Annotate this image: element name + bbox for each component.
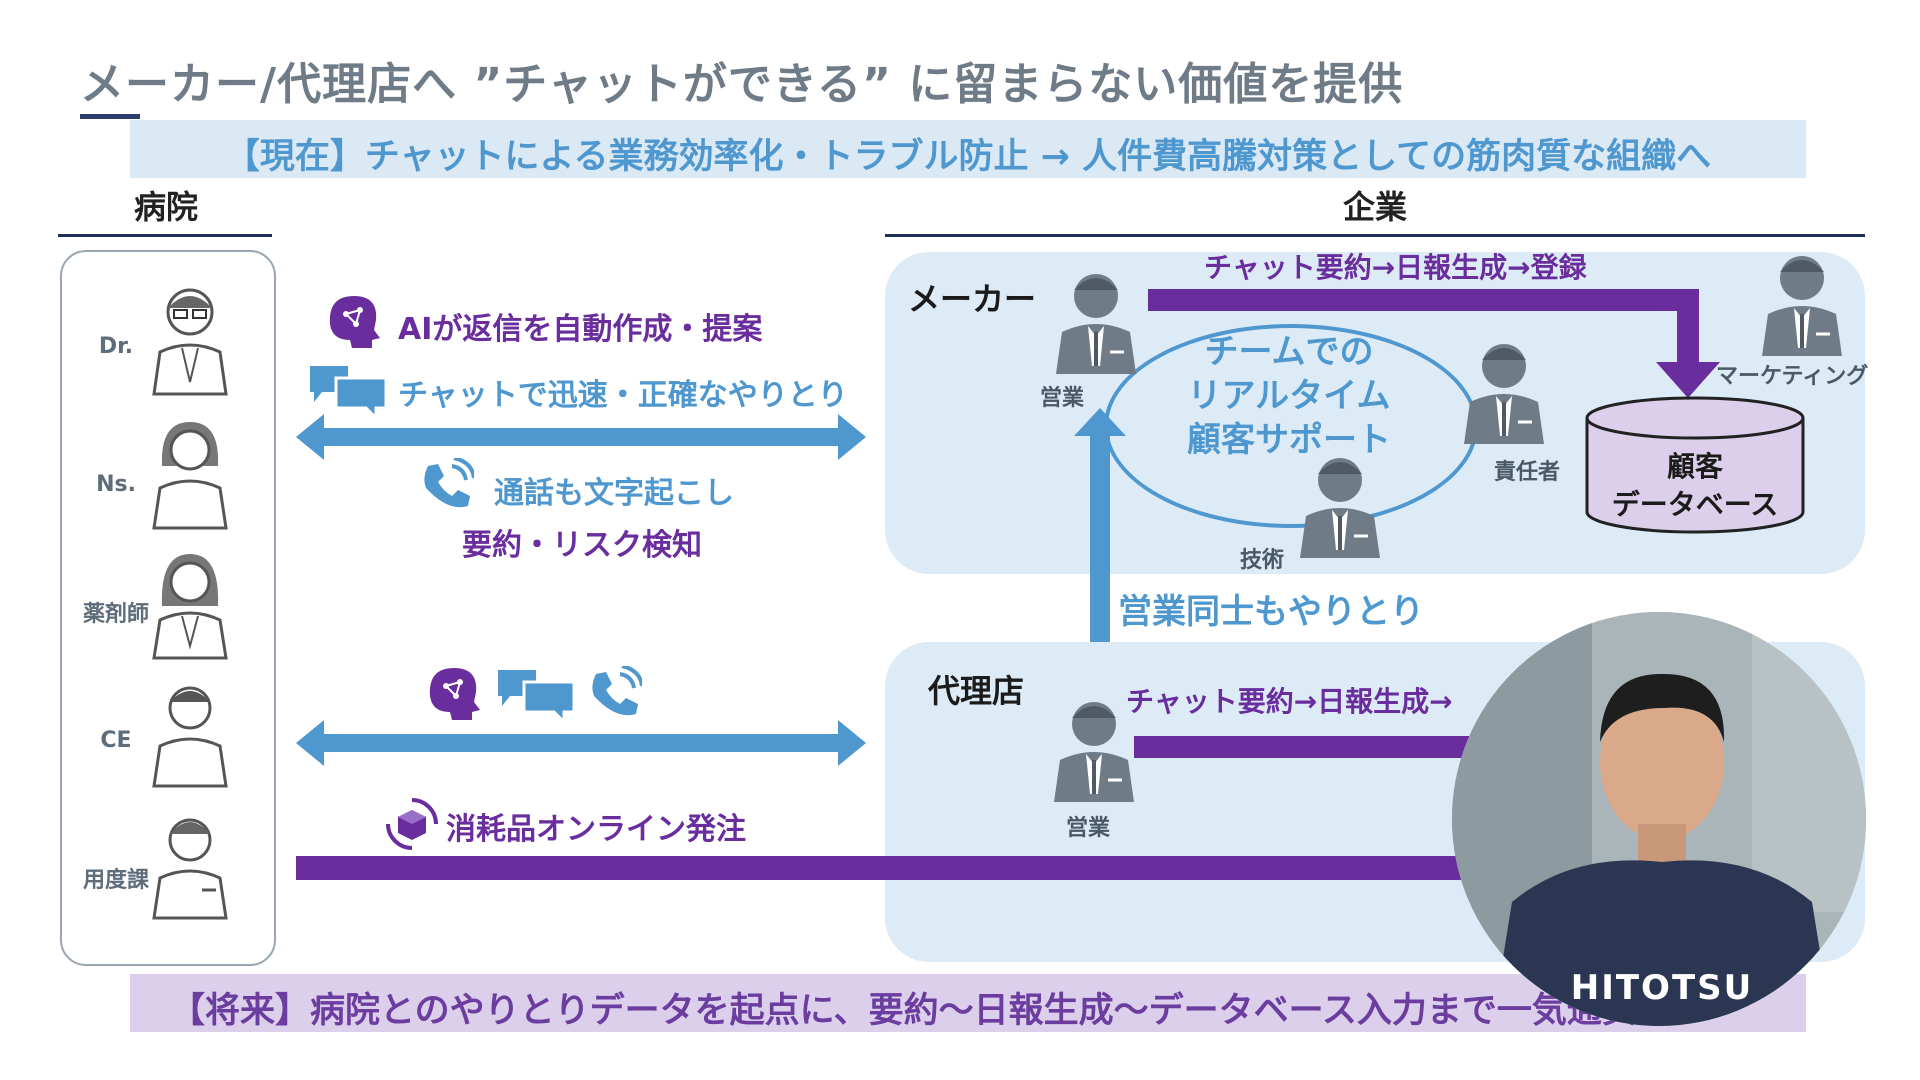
chat-bubbles-icon-2 (498, 670, 576, 724)
call-transcribe-label: 通話も文字起こし (494, 476, 734, 511)
future-banner-text: 【将来】病院とのやりとりデータを起点に、要約〜日報生成〜データベース入力まで一気… (170, 991, 1693, 1031)
presenter-video: HITOTSU (1452, 612, 1866, 1026)
maker-flow-bar (1148, 289, 1698, 311)
company-header-rule (885, 234, 1865, 237)
team-support-text: チームでの リアルタイム 顧客サポート (1144, 330, 1434, 462)
role-ns: Ns. (96, 472, 136, 497)
chat-bubbles-icon (310, 366, 388, 420)
dealer-sales-label: 営業 (1066, 816, 1111, 841)
role-ce: CE (100, 728, 132, 753)
customer-database-text: 顧客 データベース (1584, 448, 1806, 524)
presenter-image (1452, 612, 1866, 1026)
maker-flow-arrowhead (1656, 362, 1720, 398)
current-banner: 【現在】チャットによる業務効率化・トラブル防止 → 人件費高騰対策としての筋肉質… (130, 120, 1806, 178)
database-line-2: データベース (1611, 488, 1779, 521)
hospital-header: 病院 (133, 188, 198, 226)
sales-exchange-arrow (1074, 408, 1126, 686)
dealer-flow-bar (1134, 736, 1534, 758)
manager-label: 責任者 (1494, 460, 1561, 485)
clinical-engineer-icon (152, 686, 228, 788)
tech-person-icon (1300, 458, 1380, 558)
maker-label: メーカー (908, 280, 1037, 318)
customer-database-icon (1585, 396, 1805, 534)
pharmacist-icon (152, 554, 228, 660)
maker-flow-label: チャット要約→日報生成→登録 (1204, 251, 1587, 284)
role-purchasing: 用度課 (82, 868, 149, 893)
chat-label: チャットで迅速・正確なやりとり (398, 378, 848, 413)
dealer-label: 代理店 (928, 672, 1025, 710)
maker-sales-person-icon (1056, 274, 1136, 374)
doctor-icon (152, 288, 228, 396)
summary-risk-label: 要約・リスク検知 (462, 528, 702, 563)
role-dr: Dr. (98, 334, 134, 359)
dealer-sales-person-icon (1054, 702, 1134, 802)
team-line-3: 顧客サポート (1187, 420, 1391, 460)
maker-sales-label: 営業 (1040, 386, 1085, 411)
ai-reply-label: AIが返信を自動作成・提案 (398, 312, 763, 347)
team-line-1: チームでの (1204, 332, 1374, 372)
role-pharmacist: 薬剤師 (82, 602, 149, 627)
future-banner: 【将来】病院とのやりとりデータを起点に、要約〜日報生成〜データベース入力まで一気… (130, 974, 1806, 1032)
marketing-person-icon (1762, 256, 1842, 356)
manager-person-icon (1464, 344, 1544, 444)
phone-call-icon (424, 458, 474, 508)
nurse-icon (152, 422, 228, 530)
sales-exchange-label: 営業同士もやりとり (1118, 592, 1424, 632)
maker-flow-down-bar (1677, 289, 1699, 369)
hospital-maker-arrow (296, 414, 866, 460)
purchasing-staff-icon (152, 818, 228, 920)
shirt-text: HITOTSU (1570, 968, 1754, 1008)
title-accent-bar (80, 114, 140, 119)
current-banner-text: 【現在】チャットによる業務効率化・トラブル防止 → 人件費高騰対策としての筋肉質… (224, 137, 1712, 177)
online-order-label: 消耗品オンライン発注 (446, 812, 746, 847)
order-box-icon (386, 798, 438, 850)
ai-brain-icon (329, 296, 380, 348)
marketing-label: マーケティング (1716, 364, 1869, 389)
hospital-header-rule (58, 234, 272, 237)
slide-title: メーカー/代理店へ ”チャットができる” に留まらない価値を提供 (80, 59, 1404, 110)
dealer-flow-label: チャット要約→日報生成→ (1126, 685, 1453, 718)
online-order-bar (296, 856, 1496, 880)
company-header: 企業 (1342, 188, 1407, 226)
database-line-1: 顧客 (1666, 450, 1723, 483)
phone-call-icon-2 (592, 666, 642, 716)
team-line-2: リアルタイム (1187, 376, 1391, 416)
hospital-dealer-arrow (296, 720, 866, 766)
ai-brain-icon-2 (429, 668, 480, 720)
tech-label: 技術 (1240, 548, 1285, 573)
